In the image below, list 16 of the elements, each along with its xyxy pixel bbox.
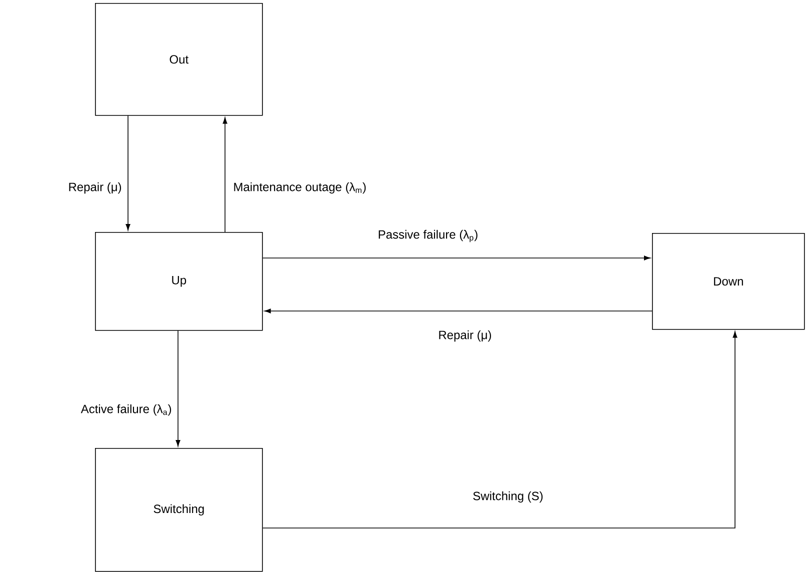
edge-label: Active failure (λ$_{a}$) (80, 403, 173, 417)
edge-label: Repair (μ) (437, 329, 493, 343)
arrow (176, 330, 180, 446)
arrow (126, 115, 130, 230)
arrow (264, 308, 652, 314)
edge-label: Passive failure (λ$_{p}$) (376, 228, 480, 244)
state-box: Out (95, 3, 263, 116)
arrow (222, 117, 228, 232)
state-box: Down (652, 233, 805, 330)
arrow (262, 256, 650, 260)
edge-label: Maintenance outage (λ$_{m}$) (232, 181, 368, 195)
state-box: Switching (95, 448, 263, 572)
edge-label: Repair (μ) (67, 181, 123, 195)
edge-label: Switching (S) (472, 490, 544, 504)
state-box: Up (95, 232, 263, 331)
arrow (262, 331, 738, 528)
